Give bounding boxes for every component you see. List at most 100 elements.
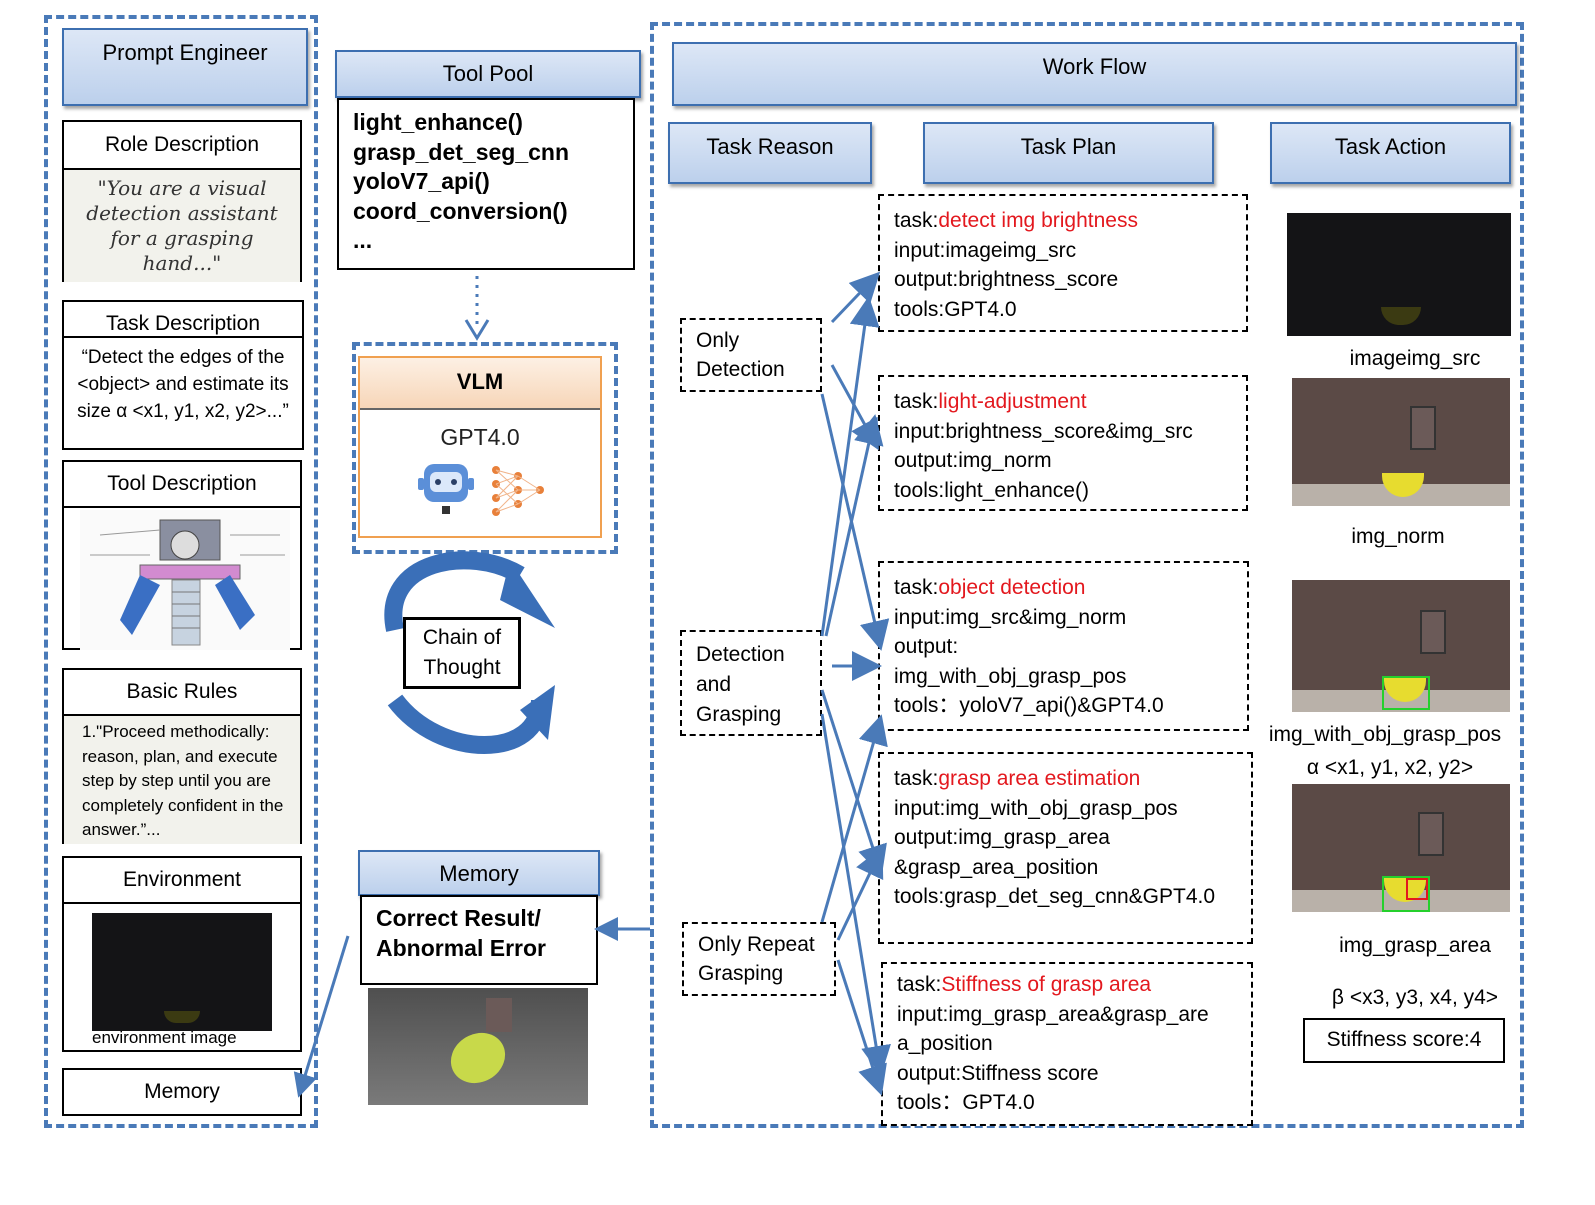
role-description-text: "You are a visual detection assistant fo… [64, 170, 300, 282]
prompt-engineer-title: Prompt Engineer [102, 40, 268, 65]
action-label-3b: α <x1, y1, x2, y2> [1306, 756, 1474, 779]
prompt-engineer-panel [44, 15, 318, 1128]
task-1-prefix: task: [894, 209, 939, 232]
reason-only-repeat-grasping: Only Repeat Grasping [682, 922, 836, 996]
task-4-prefix: task: [894, 767, 939, 790]
task-4-line1: input:img_with_obj_grasp_pos [894, 796, 1178, 820]
task-2-name: light-adjustment [938, 390, 1087, 413]
chain-of-thought-box: Chain of Thought [403, 617, 521, 689]
tool-item-more: ... [353, 227, 373, 253]
workflow-header: Work Flow [672, 42, 1517, 106]
reason-3-line1: Only Repeat [698, 933, 815, 956]
workflow-panel [650, 22, 1524, 1128]
task-2-line3: tools:light_enhance() [894, 478, 1089, 502]
task-5-line1: input:img_grasp_area&grasp_are [897, 1002, 1209, 1026]
task-3-line2: output: [894, 635, 959, 658]
tool-pool-title: Tool Pool [442, 61, 534, 86]
task-2-line1: input:brightness_score&img_src [894, 419, 1193, 443]
action-image-obj-detect [1292, 580, 1510, 712]
tool-description-box: Tool Description [62, 460, 302, 650]
task-object-detection: task:object detection input:img_src&img_… [878, 561, 1249, 731]
environment-box: Environment environment image [62, 856, 302, 1052]
tool-item-coord-conversion: coord_conversion() [353, 197, 568, 224]
environment-image [92, 913, 272, 1031]
action-label-1: imageimg_src [1349, 347, 1481, 370]
reason-2-line2: and [696, 673, 732, 696]
task-reason-header: Task Reason [668, 122, 872, 184]
environment-caption: environment image [92, 1028, 237, 1047]
task-4-line3: &grasp_area_position [894, 855, 1099, 879]
reason-only-detection: Only Detection [680, 318, 822, 392]
role-description-title: Role Description [64, 122, 300, 170]
memory-photo [368, 988, 588, 1105]
task-1-name: detect img brightness [938, 209, 1138, 232]
task-1-line3: tools:GPT4.0 [894, 297, 1017, 321]
action-label-5: β <x3, y3, x4, y4> [1331, 986, 1499, 1009]
reason-2-line3: Grasping [696, 703, 782, 726]
vlm-title: VLM [360, 358, 600, 410]
reason-3-line2: Grasping [698, 962, 784, 985]
task-plan-header: Task Plan [923, 122, 1214, 184]
task-5-prefix: task: [897, 973, 942, 996]
task-5-name: Stiffness of grasp area [941, 973, 1152, 996]
tool-pool-header: Tool Pool [335, 50, 641, 98]
task-detect-brightness: task:detect img brightness input:imageim… [878, 194, 1248, 332]
basic-rules-box: Basic Rules 1."Proceed methodically: rea… [62, 668, 302, 844]
memory-header: Memory [358, 850, 600, 896]
action-label-3: img_with_obj_grasp_pos [1268, 723, 1502, 746]
environment-title: Environment [64, 858, 300, 904]
action-label-4: img_grasp_area [1339, 934, 1491, 957]
memory-line1: Correct Result/ [376, 905, 541, 931]
task-3-line1: input:img_src&img_norm [894, 605, 1127, 629]
task-stiffness: task:Stiffness of grasp area input:img_g… [881, 962, 1253, 1126]
task-5-line3: output:Stiffness score [897, 1061, 1099, 1085]
task-3-name: object detection [938, 576, 1086, 599]
task-1-line2: output:brightness_score [894, 268, 1119, 291]
task-2-prefix: task: [894, 390, 939, 413]
vlm-box: VLM GPT4.0 [358, 356, 602, 538]
task-reason-title: Task Reason [706, 134, 834, 159]
tool-description-title: Tool Description [64, 462, 300, 508]
task-5-line2: a_position [897, 1032, 993, 1055]
basic-rules-title: Basic Rules [64, 670, 300, 716]
reason-1-line2: Detection [696, 358, 785, 381]
tool-item-yolo: yoloV7_api() [353, 168, 490, 194]
memory-title: Memory [439, 861, 519, 886]
tool-to-vlm-arrowhead [464, 319, 490, 341]
prompt-memory-title: Memory [144, 1080, 220, 1103]
task-light-adjustment: task:light-adjustment input:brightness_s… [878, 375, 1248, 511]
action-label-2: img_norm [1351, 525, 1445, 548]
reason-1-line1: Only [696, 329, 740, 352]
task-plan-title: Task Plan [1020, 134, 1117, 159]
task-4-line2: output:img_grasp_area [894, 826, 1110, 849]
task-action-header: Task Action [1270, 122, 1511, 184]
action-image-norm [1292, 378, 1510, 506]
neural-network-icon [492, 466, 544, 516]
role-description-box: Role Description "You are a visual detec… [62, 120, 302, 282]
reason-detection-grasping: Detection and Grasping [680, 630, 822, 736]
reason-2-line1: Detection [696, 643, 785, 666]
workflow-title: Work Flow [1042, 54, 1147, 79]
tool-pool-list: light_enhance() grasp_det_seg_cnn yoloV7… [337, 98, 635, 270]
task-3-line4: tools：yoloV7_api()&GPT4.0 [894, 694, 1164, 717]
task-grasp-area-estimation: task:grasp area estimation input:img_wit… [878, 752, 1253, 944]
stiffness-score: Stiffness score:4 [1326, 1028, 1482, 1051]
vlm-model: GPT4.0 [440, 424, 520, 450]
task-3-prefix: task: [894, 576, 939, 599]
prompt-engineer-header: Prompt Engineer [62, 28, 308, 106]
task-3-line3: img_with_obj_grasp_pos [894, 664, 1127, 688]
task-description-text: “Detect the edges of the <object> and es… [77, 347, 289, 422]
tool-item-light-enhance: light_enhance() [353, 109, 523, 135]
task-1-line1: input:imageimg_src [894, 238, 1077, 262]
chain-label-line2: Thought [423, 656, 501, 679]
task-4-name: grasp area estimation [938, 767, 1141, 790]
gripper-diagram-image [80, 510, 290, 650]
task-description-box: Task Description “Detect the edges of th… [62, 300, 304, 450]
memory-result-box: Correct Result/ Abnormal Error [360, 895, 598, 985]
task-2-line2: output:img_norm [894, 449, 1052, 472]
stiffness-score-box: Stiffness score:4 [1303, 1018, 1505, 1063]
memory-line2: Abnormal Error [376, 935, 546, 961]
action-image-dark [1287, 213, 1511, 336]
chain-label-line1: Chain of [422, 626, 502, 649]
basic-rules-text: 1."Proceed methodically: reason, plan, a… [64, 716, 300, 844]
